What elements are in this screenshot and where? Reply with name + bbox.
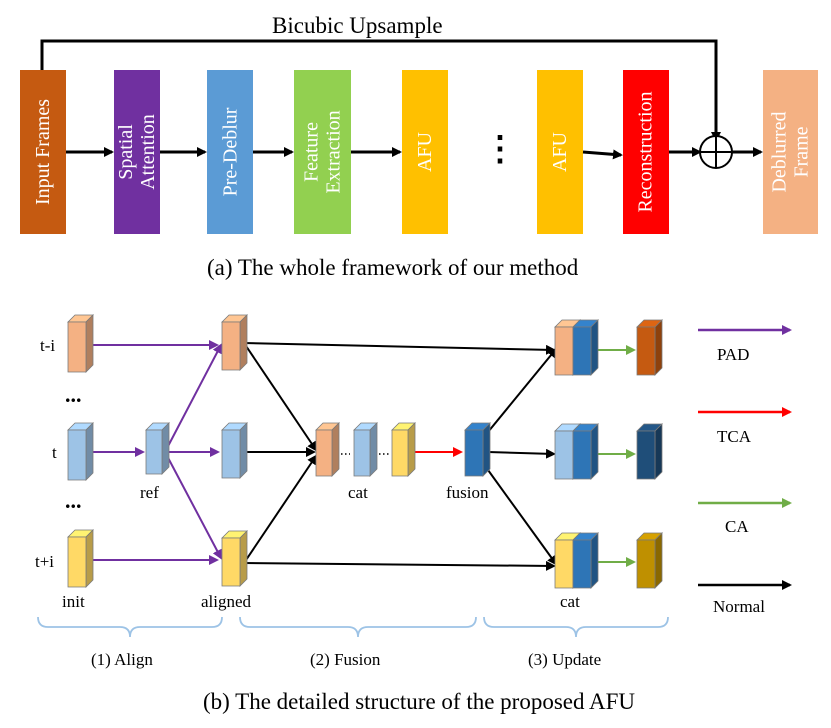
- arrow-a-5: [582, 149, 623, 160]
- bicubic-skip-line: [40, 39, 721, 142]
- label-afu-2: AFU: [537, 70, 583, 234]
- block-reconstruction: [623, 70, 669, 234]
- label-init: init: [62, 592, 85, 611]
- label-pre-deblur-text: Pre-Deblur: [219, 107, 242, 197]
- label-deblurred-frame: Deblurred Frame: [763, 70, 818, 234]
- part-b-graphics: [37, 325, 792, 638]
- stage-label-update: (3) Update: [528, 650, 602, 669]
- stage-label-align: (1) Align: [91, 650, 153, 669]
- aligned-cube-t: [221, 422, 248, 479]
- label-reconstruction: Reconstruction: [623, 70, 669, 234]
- legend-label-normal: Normal: [713, 597, 765, 616]
- cat-cube-1: [315, 422, 340, 477]
- label-spatial-attention-text: Spatial Attention: [115, 114, 159, 190]
- row-label-tpi: t+i: [35, 552, 55, 571]
- normal-arrow-bot-to-cat: [243, 454, 318, 564]
- part-a-graphics: [20, 39, 818, 234]
- label-cat-update: cat: [560, 592, 580, 611]
- input-cube-t: [67, 422, 94, 481]
- fusion-cube: [464, 422, 491, 477]
- legend-label-ca: CA: [725, 517, 749, 536]
- row-label-t: t: [52, 443, 57, 462]
- caption-b: (b) The detailed structure of the propos…: [203, 689, 635, 714]
- block-pre-deblur: [207, 70, 253, 234]
- normal-arrow-top-to-cat: [243, 342, 318, 452]
- sum-node-icon: [699, 135, 733, 169]
- block-input-frames: [20, 70, 66, 234]
- label-ref: ref: [140, 483, 159, 502]
- caption-a: (a) The whole framework of our method: [207, 255, 579, 280]
- update-cube-tpi-b: [572, 532, 599, 589]
- normal-arrow-fusion-mid: [487, 448, 556, 459]
- cat-cube-2: [353, 422, 378, 477]
- label-deblurred-frame-text: Deblurred Frame: [769, 111, 813, 192]
- block-afu-2: [537, 70, 583, 234]
- legend-label-tca: TCA: [717, 427, 751, 446]
- label-spatial-line2: Attention: [137, 114, 160, 190]
- output-cube-ti: [636, 319, 663, 376]
- update-cube-ti-b: [572, 319, 599, 376]
- row-dots-1: ...: [65, 382, 82, 407]
- input-cube-ti: [67, 314, 94, 373]
- label-spatial-line1: Spatial: [115, 124, 138, 180]
- normal-arrow-fusion-down: [487, 469, 558, 566]
- brace-fusion: [239, 616, 477, 638]
- normal-arrow-top-to-update: [243, 342, 556, 355]
- label-reconstruction-text: Reconstruction: [635, 91, 657, 213]
- label-aligned: aligned: [201, 592, 252, 611]
- brace-align: [37, 616, 223, 638]
- brace-update: [483, 616, 669, 638]
- row-dots-2: ...: [65, 488, 82, 513]
- cat-cube-3: [391, 422, 416, 477]
- output-cube-t: [636, 423, 663, 480]
- label-deblurred-line2: Frame: [790, 126, 813, 178]
- ref-cube: [145, 422, 170, 475]
- label-feature-extraction: Feature Extraction: [294, 70, 351, 234]
- pad-arrow-ref-up: [164, 343, 222, 453]
- label-feature-line1: Feature: [300, 122, 323, 182]
- row-label-ti: t-i: [40, 336, 56, 355]
- legend-label-pad: PAD: [717, 345, 750, 364]
- label-afu-1: AFU: [402, 70, 448, 234]
- label-feature-line2: Extraction: [322, 110, 345, 194]
- feature-cubes: [67, 314, 663, 589]
- vertical-ellipsis: ⋮: [483, 131, 517, 168]
- normal-arrow-fusion-up: [487, 347, 558, 433]
- normal-arrow-bot-to-update: [243, 560, 556, 571]
- update-cube-t-b: [572, 423, 599, 480]
- block-afu-1: [402, 70, 448, 234]
- label-fusion: fusion: [446, 483, 489, 502]
- label-cat-fusion: cat: [348, 483, 368, 502]
- label-spatial-attention: Spatial Attention: [114, 70, 160, 234]
- label-feature-extraction-text: Feature Extraction: [301, 110, 345, 193]
- bicubic-upsample-label: Bicubic Upsample: [272, 13, 443, 38]
- aligned-cube-ti: [221, 314, 248, 371]
- label-deblurred-line1: Deblurred: [768, 111, 791, 193]
- label-afu-2-text: AFU: [548, 131, 571, 173]
- input-cube-tpi: [67, 529, 94, 588]
- label-pre-deblur: Pre-Deblur: [207, 70, 253, 234]
- label-input-frames-text: Input Frames: [32, 98, 54, 206]
- label-input-frames: Input Frames: [20, 70, 66, 234]
- stage-label-fusion: (2) Fusion: [310, 650, 381, 669]
- block-deblurred-frame: [763, 70, 818, 234]
- aligned-cube-tpi: [221, 530, 248, 587]
- output-cube-tpi: [636, 532, 663, 589]
- pad-arrow-ref-down: [164, 451, 222, 560]
- label-afu-1-text: AFU: [413, 131, 436, 173]
- block-spatial-attention: [114, 70, 160, 234]
- block-feature-extraction: [294, 70, 351, 234]
